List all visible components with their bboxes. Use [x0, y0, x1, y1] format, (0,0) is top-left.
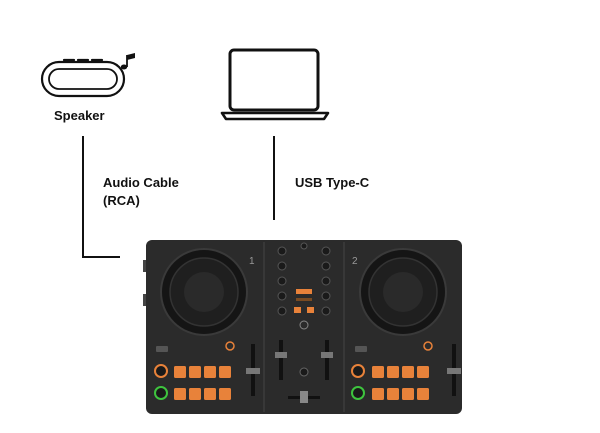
speaker-icon	[40, 58, 126, 98]
left-cue-button	[154, 386, 168, 400]
left-sync-button	[154, 364, 168, 378]
right-cue-button	[351, 386, 365, 400]
right-pad-4	[417, 366, 429, 378]
audio-cable-label-line1: Audio Cable	[103, 175, 179, 190]
right-pad-2	[387, 366, 399, 378]
left-pad-3	[204, 366, 216, 378]
right-pad-7	[402, 388, 414, 400]
left-pad-4	[219, 366, 231, 378]
mixer-knobs	[277, 246, 331, 316]
right-pad-6	[387, 388, 399, 400]
right-performance-pads	[372, 366, 429, 400]
left-pad-7	[204, 388, 216, 400]
music-note-icon	[120, 53, 135, 70]
usb-cable-label: USB Type-C	[295, 175, 370, 190]
audio-cable-label-line2: (RCA)	[103, 193, 140, 208]
left-jog-wheel	[160, 248, 248, 336]
right-pad-3	[402, 366, 414, 378]
left-pad-6	[189, 388, 201, 400]
audio-cable-line-horizontal	[82, 256, 120, 258]
right-pad-1	[372, 366, 384, 378]
left-pad-2	[189, 366, 201, 378]
left-performance-pads	[174, 366, 231, 400]
deck-number-left: 1	[249, 256, 255, 267]
audio-cable-line-vertical	[82, 136, 84, 258]
left-pad-5	[174, 388, 186, 400]
left-pad-1	[174, 366, 186, 378]
right-pad-5	[372, 388, 384, 400]
speaker-label: Speaker	[54, 108, 105, 123]
right-sync-button	[351, 364, 365, 378]
audio-cable-label: Audio Cable (RCA)	[103, 174, 179, 210]
deck-number-right: 2	[352, 256, 358, 267]
right-jog-wheel	[359, 248, 447, 336]
usb-cable-line	[273, 136, 275, 220]
right-pad-8	[417, 388, 429, 400]
laptop-icon	[220, 48, 330, 121]
left-pad-8	[219, 388, 231, 400]
